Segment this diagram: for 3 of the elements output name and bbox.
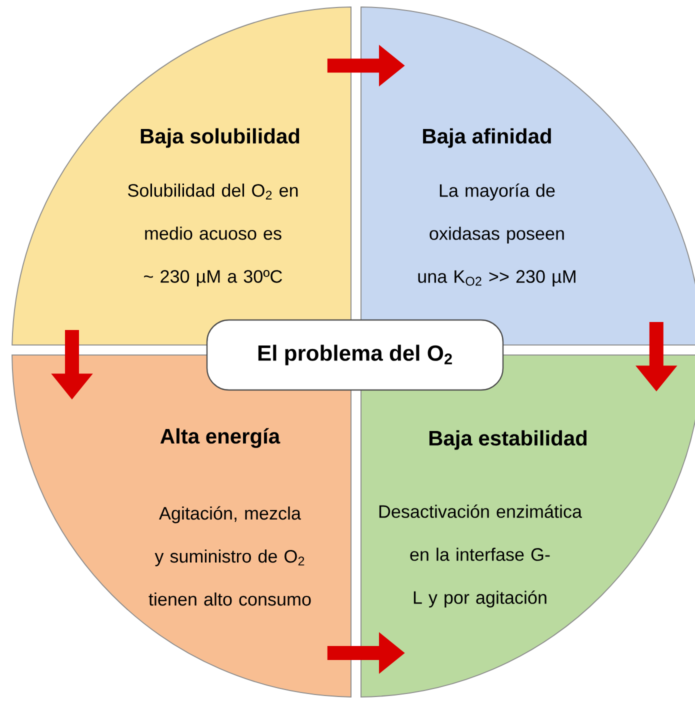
quadrant-sector: Baja afinidad La mayoría de oxidasas poseen una K$_{O2}$ >> 230 µM [360, 6, 695, 346]
quadrant-sector: Baja solubilidad Solubilidad del O$_{2}$ en medio acuoso es ~ 230 µM a 30ºC [12, 6, 352, 346]
title-box: El problema del O$_{2}$ [206, 319, 504, 391]
